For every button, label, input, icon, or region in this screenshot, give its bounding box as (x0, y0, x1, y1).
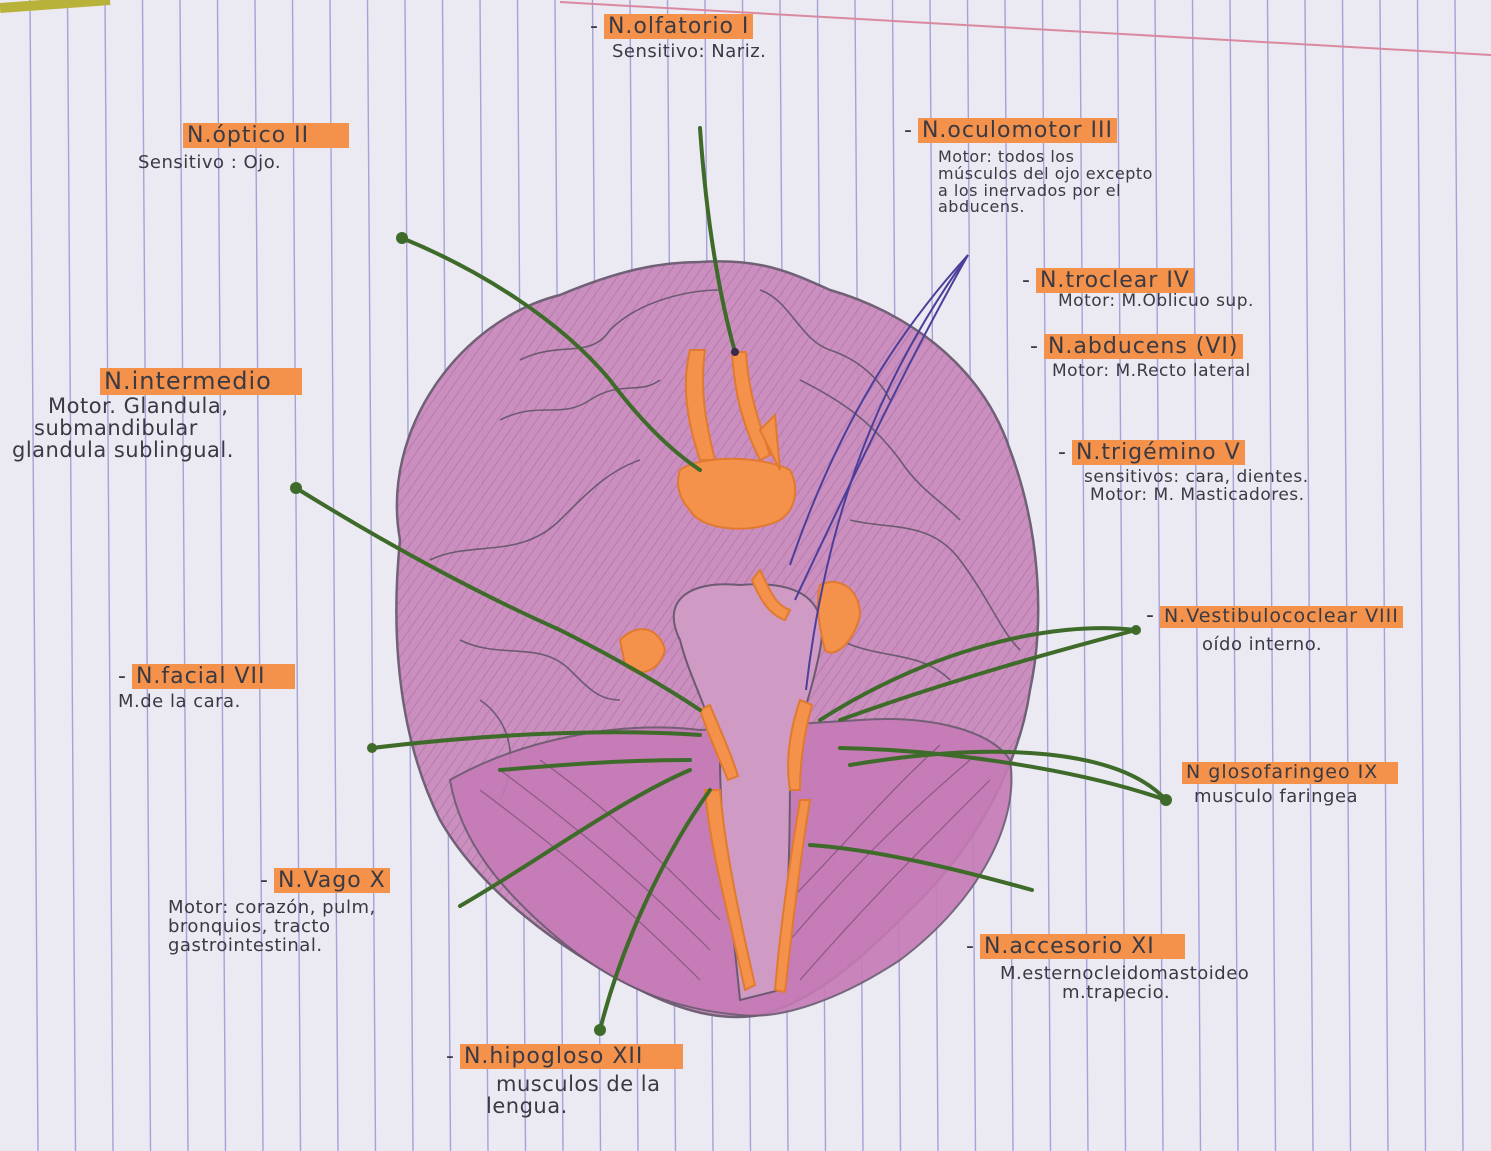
label-intermedio: N.intermedio Motor. Glandula, submandibu… (12, 368, 302, 461)
dash: - (966, 934, 974, 959)
accesorio-desc-2: m.trapecio. (1062, 984, 1249, 1003)
glosofaringeo-desc: musculo faringea (1194, 788, 1398, 807)
intermedio-desc-1: Motor. Glandula, (48, 395, 302, 417)
abducens-desc: Motor: M.Recto lateral (1052, 363, 1251, 381)
vestibulococlear-desc: oído interno. (1202, 636, 1403, 655)
dash: - (1030, 334, 1038, 359)
dash: - (590, 14, 598, 39)
label-olfatorio: -N.olfatorio I Sensitivo: Nariz. (590, 14, 766, 62)
trigemino-title: N.trigémino V (1072, 440, 1245, 465)
dash: - (1058, 440, 1066, 465)
label-accesorio: -N.accesorio XI M.esternocleidomastoideo… (966, 934, 1249, 1003)
oculomotor-title: N.oculomotor III (918, 118, 1117, 143)
dash: - (446, 1044, 454, 1069)
label-vago: -N.Vago X Motor: corazón, pulm, bronquio… (168, 868, 390, 956)
optico-desc: Sensitivo : Ojo. (138, 154, 349, 173)
hipogloso-desc-2: lengua. (486, 1095, 683, 1117)
glosofaringeo-title: N glosofaringeo IX (1182, 762, 1398, 784)
label-troclear: -N.troclear IV Motor: M.Oblicuo sup. (1022, 268, 1254, 311)
label-trigemino: -N.trigémino V sensitivos: cara, dientes… (1058, 440, 1309, 505)
intermedio-title: N.intermedio (100, 368, 302, 395)
dash: - (118, 664, 126, 689)
optico-title: N.óptico II (183, 123, 349, 148)
accesorio-title: N.accesorio XI (980, 934, 1185, 959)
olfatorio-title: N.olfatorio I (604, 14, 753, 39)
olfatorio-desc: Sensitivo: Nariz. (612, 43, 766, 62)
dash: - (904, 118, 912, 143)
label-optico: N.óptico II Sensitivo : Ojo. (138, 123, 349, 173)
intermedio-desc-3: glandula sublingual. (12, 439, 302, 461)
dash: - (1022, 268, 1030, 293)
vestibulococlear-title: N.Vestibulococlear VIII (1160, 606, 1403, 628)
vago-desc-3: gastrointestinal. (168, 937, 390, 956)
hipogloso-desc-1: musculos de la (496, 1073, 683, 1095)
trigemino-desc-2: Motor: M. Masticadores. (1090, 487, 1309, 505)
label-facial: -N.facial VII M.de la cara. (118, 664, 295, 712)
troclear-desc: Motor: M.Oblicuo sup. (1058, 293, 1254, 311)
dash: - (1146, 603, 1154, 628)
vago-title: N.Vago X (274, 868, 390, 893)
abducens-title: N.abducens (VI) (1044, 334, 1243, 359)
facial-title: N.facial VII (132, 664, 296, 689)
label-oculomotor: -N.oculomotor III Motor: todos los múscu… (904, 118, 1153, 216)
label-hipogloso: -N.hipogloso XII musculos de la lengua. (446, 1044, 683, 1117)
intermedio-desc-2: submandibular (34, 417, 302, 439)
troclear-title: N.troclear IV (1036, 268, 1194, 293)
dash: - (260, 868, 268, 893)
label-vestibulococlear: -N.Vestibulococlear VIII oído interno. (1146, 604, 1403, 655)
label-glosofaringeo: N glosofaringeo IX musculo faringea (1182, 762, 1398, 807)
oculomotor-desc-4: abducens. (938, 199, 1153, 216)
hipogloso-title: N.hipogloso XII (460, 1044, 683, 1069)
label-abducens: -N.abducens (VI) Motor: M.Recto lateral (1030, 334, 1251, 381)
facial-desc: M.de la cara. (118, 693, 295, 712)
